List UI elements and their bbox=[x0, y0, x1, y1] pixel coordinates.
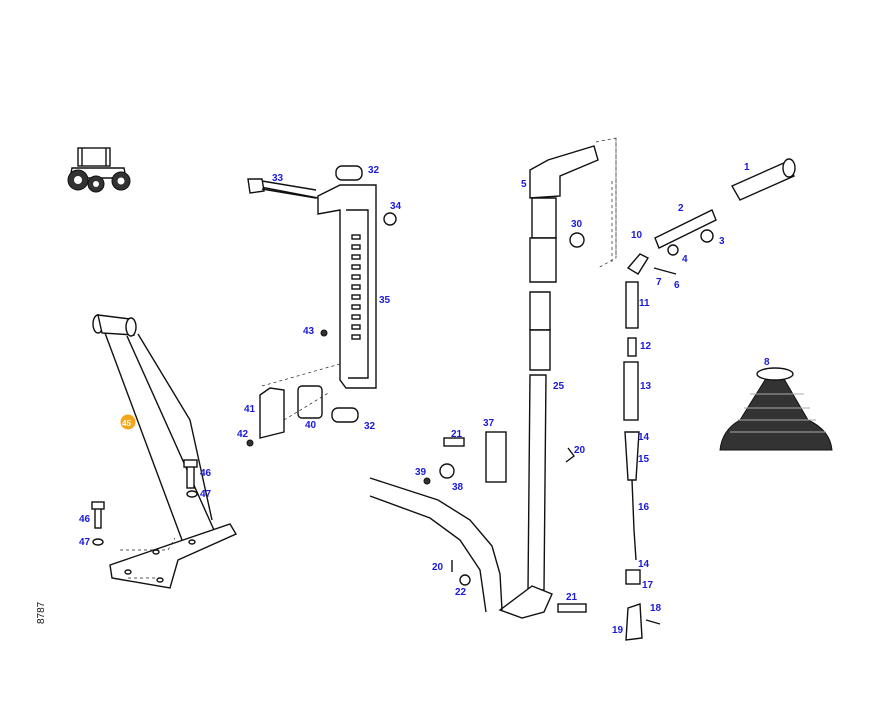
callout-25[interactable]: 25 bbox=[553, 381, 565, 392]
callout-1[interactable]: 1 bbox=[744, 162, 750, 173]
callout-21-bottom[interactable]: 21 bbox=[566, 592, 578, 603]
callout-35[interactable]: 35 bbox=[379, 295, 391, 306]
callout-46-right[interactable]: 46 bbox=[200, 468, 212, 479]
callout-33[interactable]: 33 bbox=[272, 173, 284, 184]
callout-19[interactable]: 19 bbox=[612, 625, 624, 636]
callout-6[interactable]: 6 bbox=[674, 280, 680, 291]
callout-45-highlight[interactable]: 45 bbox=[120, 414, 136, 430]
callout-34[interactable]: 34 bbox=[390, 201, 402, 212]
callout-21-top[interactable]: 21 bbox=[451, 429, 463, 440]
callout-3[interactable]: 3 bbox=[719, 236, 725, 247]
callout-16[interactable]: 16 bbox=[638, 502, 650, 513]
callout-20-left[interactable]: 20 bbox=[432, 562, 444, 573]
callout-14-bottom[interactable]: 14 bbox=[638, 559, 650, 570]
pedal-lever-assembly bbox=[91, 314, 238, 589]
callout-13[interactable]: 13 bbox=[640, 381, 652, 392]
callout-32-top[interactable]: 32 bbox=[368, 165, 380, 176]
cable-assembly bbox=[611, 138, 796, 641]
callout-17[interactable]: 17 bbox=[642, 580, 654, 591]
callout-38[interactable]: 38 bbox=[452, 482, 464, 493]
callout-8[interactable]: 8 bbox=[764, 357, 770, 368]
callout-labels: 1 2 3 4 5 6 7 8 10 11 12 13 14 15 16 14 … bbox=[79, 162, 770, 636]
highlight-dot bbox=[120, 414, 136, 430]
rubber-boot bbox=[719, 367, 833, 451]
callout-32-bottom[interactable]: 32 bbox=[364, 421, 376, 432]
callout-47-left[interactable]: 47 bbox=[79, 537, 91, 548]
callout-47-right[interactable]: 47 bbox=[200, 489, 212, 500]
callout-45[interactable]: 45 bbox=[122, 419, 131, 428]
gear-lever-assembly bbox=[369, 137, 617, 619]
callout-22[interactable]: 22 bbox=[455, 587, 467, 598]
quadrant-bracket bbox=[246, 165, 397, 447]
callout-39[interactable]: 39 bbox=[415, 467, 427, 478]
callout-15[interactable]: 15 bbox=[638, 454, 650, 465]
quadrant-notches bbox=[351, 234, 361, 340]
callout-4[interactable]: 4 bbox=[682, 254, 688, 265]
callout-42[interactable]: 42 bbox=[237, 429, 249, 440]
tractor-icon bbox=[67, 147, 131, 193]
callout-41[interactable]: 41 bbox=[244, 404, 256, 415]
callout-40[interactable]: 40 bbox=[305, 420, 317, 431]
callout-7[interactable]: 7 bbox=[656, 277, 662, 288]
callout-14-top[interactable]: 14 bbox=[638, 432, 650, 443]
callout-2[interactable]: 2 bbox=[678, 203, 684, 214]
callout-12[interactable]: 12 bbox=[640, 341, 652, 352]
callout-20-right[interactable]: 20 bbox=[574, 445, 586, 456]
callout-46-left[interactable]: 46 bbox=[79, 514, 91, 525]
callout-30[interactable]: 30 bbox=[571, 219, 583, 230]
callout-37[interactable]: 37 bbox=[483, 418, 495, 429]
callout-43[interactable]: 43 bbox=[303, 326, 315, 337]
callout-11[interactable]: 11 bbox=[639, 298, 650, 309]
callout-18[interactable]: 18 bbox=[650, 603, 662, 614]
drawing-reference: 8787 bbox=[36, 601, 47, 624]
callout-10[interactable]: 10 bbox=[631, 230, 643, 241]
callout-5[interactable]: 5 bbox=[521, 179, 527, 190]
